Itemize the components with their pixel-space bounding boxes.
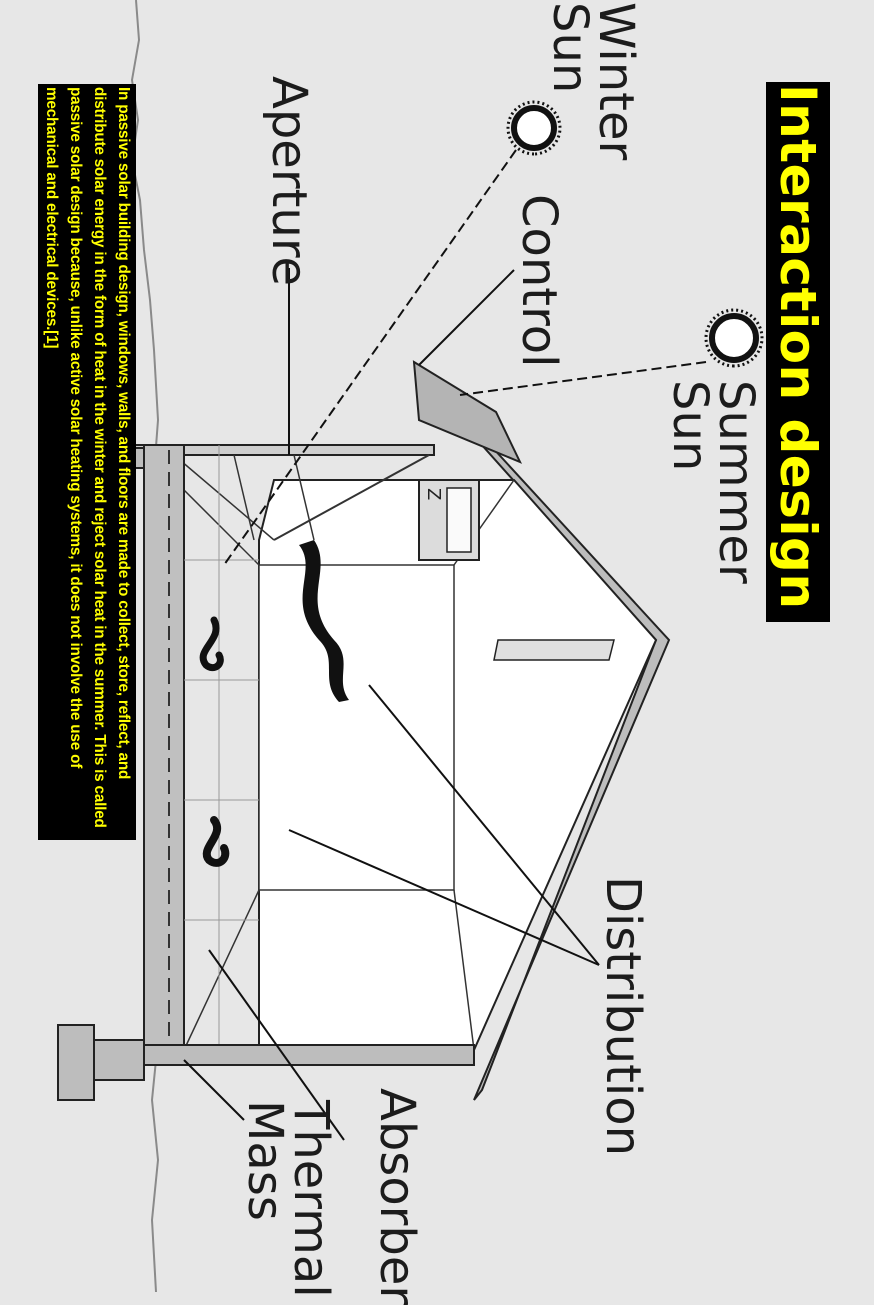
- back-wall-edge-4: [184, 890, 259, 1050]
- heat-swirl-2: [203, 620, 220, 668]
- back-wall: [259, 565, 454, 890]
- absorber-label: Absorber: [374, 1088, 420, 1305]
- summer-sun-icon: [706, 310, 762, 366]
- control-leader: [419, 270, 514, 365]
- window-glyph: Z: [423, 488, 444, 500]
- control-label: Control: [516, 194, 562, 368]
- footing: [58, 1025, 94, 1100]
- thermal-mass-leader: [184, 1060, 244, 1120]
- clerestory-window-inner: [447, 488, 471, 552]
- summer-sun-label-line1: Summer: [713, 380, 759, 584]
- winter-sun-label: Winter Sun: [547, 2, 639, 160]
- caption-box: In passive solar building design, window…: [38, 84, 136, 840]
- winter-sun-label-line2: Sun: [547, 2, 593, 160]
- title-box: Interaction design: [766, 82, 830, 622]
- distribution-label: Distribution: [600, 876, 646, 1156]
- glazing-line-2: [174, 455, 274, 540]
- foundation-wall: [144, 1045, 474, 1065]
- page-title: Interaction design: [769, 82, 827, 609]
- winter-sun-label-line1: Winter: [593, 2, 639, 160]
- aperture-label: Aperture: [266, 76, 312, 286]
- summer-sun-label: Summer Sun: [667, 380, 759, 584]
- interior-beam: [494, 640, 614, 660]
- glazing-line-4: [234, 455, 254, 540]
- thermal-mass-label-line2: Mass: [242, 1100, 288, 1298]
- summer-sun-label-line2: Sun: [667, 380, 713, 584]
- thermal-mass-label: Thermal Mass: [242, 1100, 334, 1298]
- caption-text: In passive solar building design, window…: [39, 87, 135, 837]
- back-wall-edge-3: [174, 480, 259, 565]
- floor-slab: [144, 445, 184, 1055]
- heat-swirl-3: [207, 820, 226, 863]
- thermal-mass-label-line1: Thermal: [288, 1100, 334, 1298]
